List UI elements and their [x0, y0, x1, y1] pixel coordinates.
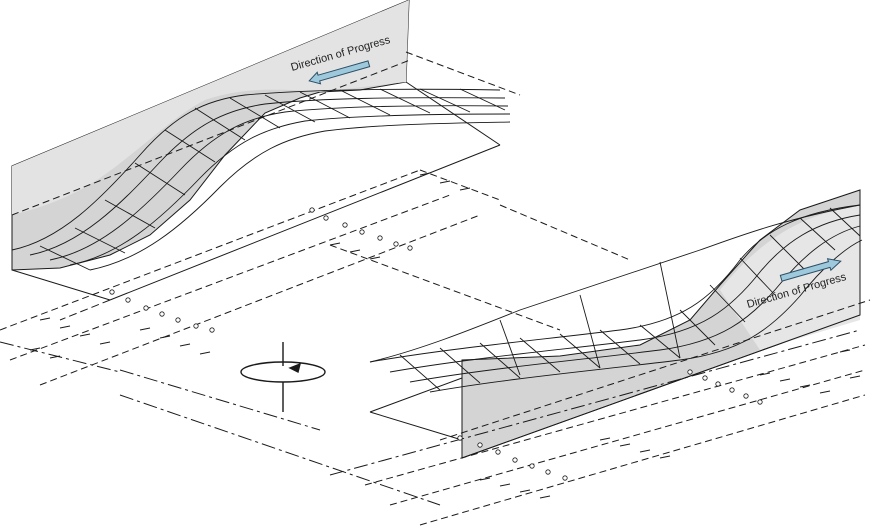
lower-right-ticks: [479, 349, 861, 499]
lower-right-floor: [369, 190, 861, 459]
upper-left-unit: Direction of Progress: [0, 0, 521, 431]
lower-right-unit: Direction of Progress: [119, 189, 871, 526]
direction-arrow-bottom-icon: [779, 258, 842, 282]
upper-left-ticks: [29, 172, 471, 359]
lower-right-dashed-lines: [119, 204, 871, 526]
upper-left-panel-sky: [12, 0, 409, 215]
upper-left-floor: [11, 81, 501, 321]
upper-left-particles: [109, 207, 413, 333]
direction-arrow-top-icon: [308, 60, 371, 85]
lower-right-particles: [457, 369, 763, 481]
rotation-symbol-icon: [240, 342, 326, 412]
upper-left-wave-mesh: [11, 88, 511, 271]
upper-left-dashed-lines: [0, 51, 521, 431]
